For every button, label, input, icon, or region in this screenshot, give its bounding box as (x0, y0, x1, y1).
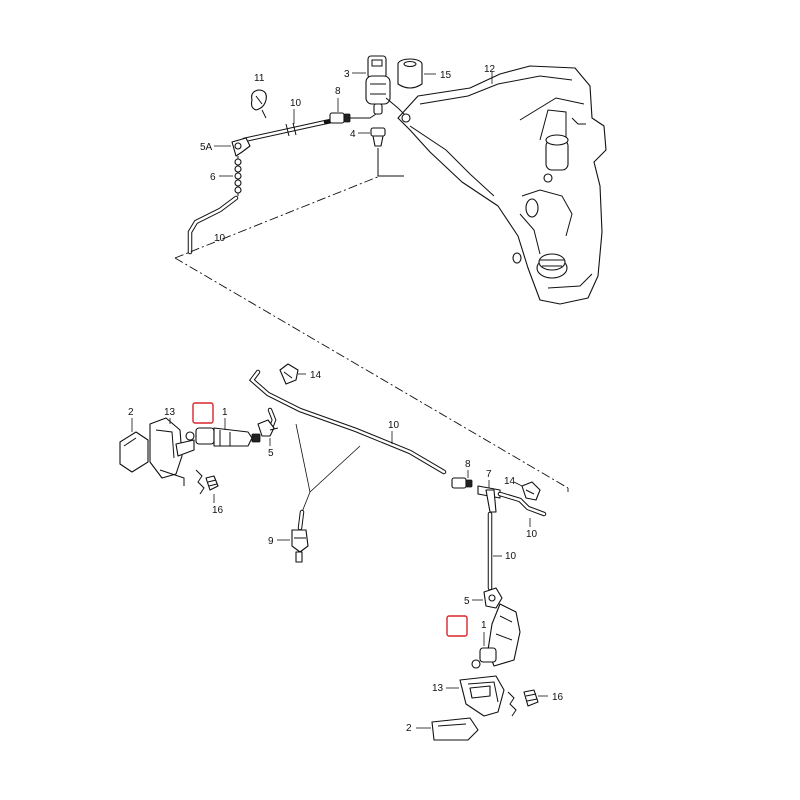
part-label-15: 15 (440, 70, 452, 81)
part-label-10-right: 10 (526, 529, 538, 540)
part-label-2-lower: 2 (406, 723, 412, 734)
part-label-12: 12 (484, 64, 496, 75)
part-label-4: 4 (350, 129, 356, 140)
part-label-16-upper: 16 (212, 505, 224, 516)
part-label-6: 6 (210, 172, 216, 183)
part-label-10-left: 10 (214, 233, 226, 244)
elbow-connector-lower[interactable] (483, 587, 503, 609)
nozzle-bracket-upper[interactable] (149, 417, 195, 486)
hose-main-run[interactable] (248, 369, 447, 475)
part-label-8-top: 8 (335, 86, 341, 97)
reservoir-filler-cap[interactable] (536, 253, 568, 279)
spring-clip-lower[interactable] (507, 689, 539, 717)
part-label-14-lower: 14 (504, 476, 516, 487)
hose-clip[interactable] (250, 89, 267, 119)
washer-pump[interactable] (365, 55, 391, 115)
washer-nozzle-lower[interactable] (471, 603, 521, 669)
part-label-5a: 5A (200, 142, 213, 153)
part-label-13-lower: 13 (432, 683, 444, 694)
part-label-3: 3 (344, 69, 350, 80)
t-piece-connector[interactable] (477, 485, 501, 513)
elbow-connector-5a[interactable] (231, 137, 251, 157)
part-label-5-lower: 5 (464, 596, 470, 607)
spring-clip-upper[interactable] (195, 469, 219, 495)
part-label-7: 7 (486, 469, 492, 480)
part-label-10-mid: 10 (388, 420, 400, 431)
hose-left-drop[interactable] (187, 195, 239, 255)
pump-grommet[interactable] (397, 58, 423, 89)
hose-right[interactable] (497, 491, 547, 517)
part-label-10-top: 10 (290, 98, 302, 109)
washer-nozzle-cover-upper[interactable] (119, 431, 149, 473)
highlight-marker-upper (192, 402, 214, 424)
highlight-marker-lower (446, 615, 468, 637)
nozzle-bracket-lower[interactable] (459, 675, 505, 717)
washer-nozzle-upper[interactable] (185, 427, 261, 447)
part-label-1-upper: 1 (222, 407, 228, 418)
part-label-10-vert: 10 (505, 551, 517, 562)
part-label-14-upper: 14 (310, 370, 322, 381)
hose-clip-14-upper[interactable] (279, 363, 299, 385)
part-label-13-upper: 13 (164, 407, 176, 418)
hose-bracket[interactable] (291, 509, 309, 563)
part-label-8-mid: 8 (465, 459, 471, 470)
hose-upper[interactable] (241, 116, 345, 143)
hose-connector-top[interactable] (329, 112, 377, 124)
hose-clip-14-lower[interactable] (521, 481, 541, 501)
part-label-2-upper: 2 (128, 407, 134, 418)
washer-fluid-reservoir[interactable] (397, 65, 607, 305)
part-label-9: 9 (268, 536, 274, 547)
part-label-5-upper: 5 (268, 448, 274, 459)
hose-connector-mid[interactable] (451, 477, 473, 489)
washer-nozzle-cover-lower[interactable] (431, 717, 479, 741)
check-valve-line[interactable] (234, 156, 242, 196)
part-label-16-lower: 16 (552, 692, 564, 703)
part-label-1-lower: 1 (481, 620, 487, 631)
elbow-connector-upper[interactable] (257, 419, 279, 437)
part-label-11: 11 (254, 73, 265, 84)
reservoir-grommet[interactable] (370, 127, 386, 147)
